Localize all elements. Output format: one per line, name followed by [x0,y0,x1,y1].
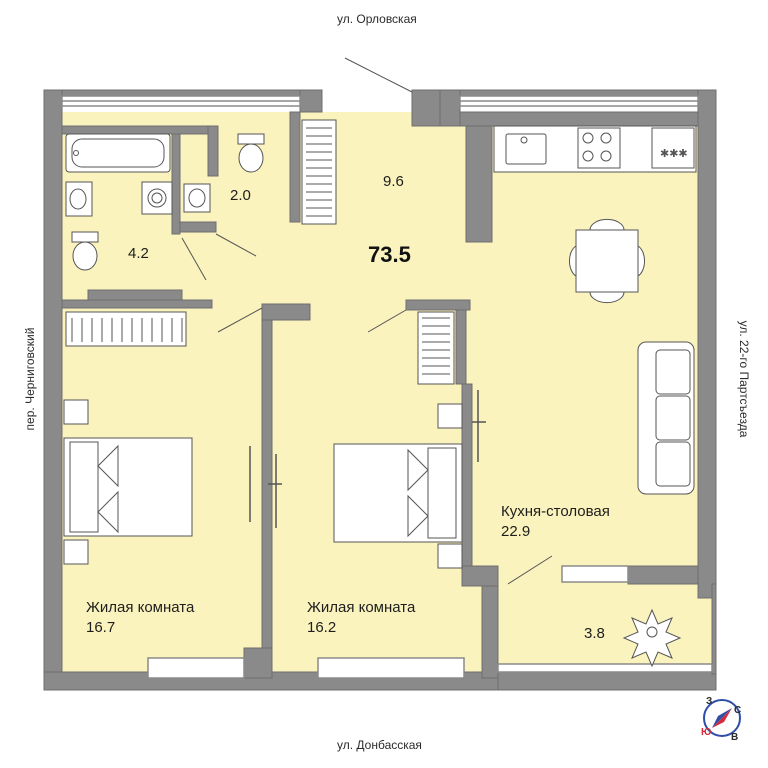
hall-area: 9.6 [383,173,404,190]
sink-icon [65,181,93,217]
oven-icon: ✱✱✱ [660,148,688,160]
washing-machine-icon [141,181,173,215]
bed-icon-left [63,399,193,565]
bedroom2-area: 16.2 [307,619,337,636]
dining-table-icon [568,218,646,304]
windows [61,95,713,679]
kitchen-counter [493,125,697,173]
bathtub-icon [65,133,171,173]
toilet-area: 2.0 [230,187,251,204]
sofa-icon [637,341,695,495]
bedroom2-name: Жилая комната [307,599,416,616]
bedroom1-area: 16.7 [86,619,116,636]
plant-icon [622,608,682,668]
compass-north: С [734,705,742,716]
kitchen-name: Кухня-столовая [501,503,610,520]
toilet-icon-wc [237,133,265,173]
bathroom-area: 4.2 [128,245,149,262]
radiator-fins [71,127,450,375]
toilet-icon [71,231,99,271]
compass-east: В [731,732,739,743]
bedroom1-name: Жилая комната [86,599,195,616]
compass-south: Ю [701,727,712,738]
compass-icon [703,699,741,737]
compass-west: З [706,696,713,707]
kitchen-area: 22.9 [501,523,531,540]
street-top: ул. Орловская [337,12,417,26]
interior-doors [249,390,486,528]
door-swings [181,57,553,585]
street-left: пер. Черниговский [23,327,37,431]
radiators [65,119,455,385]
bed-icon-right [333,403,463,569]
wc-sink-icon [183,183,211,213]
street-bottom: ул. Донбасская [337,738,422,752]
street-right: ул. 22-го Партсъезда [737,320,751,438]
total-area: 73.5 [368,242,411,267]
balcony-area: 3.8 [584,625,605,642]
